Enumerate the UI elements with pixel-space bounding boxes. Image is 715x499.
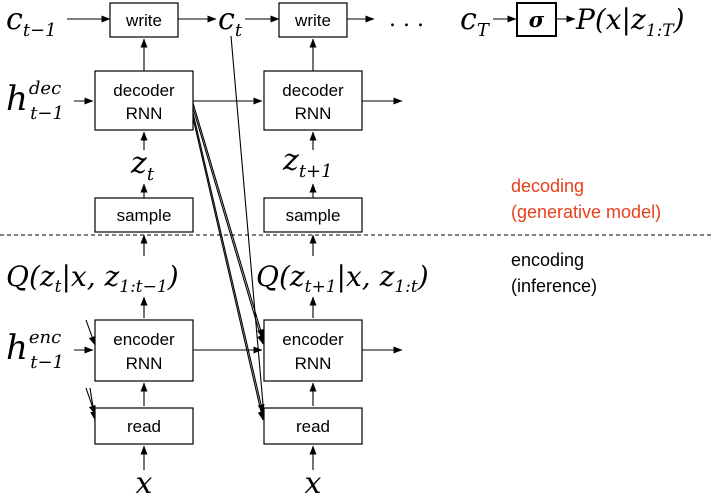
inference-label: (inference) xyxy=(511,276,597,296)
encoder2-label-2: RNN xyxy=(295,354,332,373)
write1-box xyxy=(109,2,179,38)
sigma-label: σ xyxy=(529,7,545,32)
z-t1-label: zt+1 xyxy=(282,143,333,182)
encoder2-label-1: encoder xyxy=(282,330,344,349)
read2-label: read xyxy=(296,417,330,436)
encoder1-label-2: RNN xyxy=(126,354,163,373)
arrow-decoder1-to-encoder2-b xyxy=(192,107,264,345)
write1-label: write xyxy=(125,11,162,30)
sigma-box xyxy=(516,2,557,37)
c-t-label: ct xyxy=(218,2,243,41)
arrow-decoder1-to-read2-b xyxy=(192,117,265,421)
encoding-label: encoding xyxy=(511,250,584,270)
c-prev-label: ct−1 xyxy=(6,2,57,41)
write2-label: write xyxy=(294,11,331,30)
arrow-small-into-read1-b xyxy=(89,387,98,421)
decoder2-label-2: RNN xyxy=(295,104,332,123)
arrow-small-into-encoder1 xyxy=(85,319,96,346)
decoder2-label-1: decoder xyxy=(282,81,344,100)
decoder1-label-1: decoder xyxy=(113,81,175,100)
z-t-label: zt xyxy=(130,146,155,185)
sample1-label: sample xyxy=(117,206,172,225)
dots-label: . . . xyxy=(389,7,424,32)
q1-label: Q(zt|x, z1:t−1) xyxy=(6,260,179,297)
arrow-decoder1-to-encoder2-a xyxy=(192,102,264,339)
encoder1-box xyxy=(94,319,194,382)
generative-model-label: (generative model) xyxy=(511,202,661,222)
sample1-box xyxy=(94,197,194,233)
write2-box xyxy=(278,2,348,38)
x2-label: x xyxy=(305,466,322,499)
read2-box xyxy=(263,407,363,445)
q2-label: Q(zt+1|x, z1:t) xyxy=(256,260,429,297)
p-output-label: P(x|z1:T) xyxy=(575,3,685,41)
decoder2-box xyxy=(263,70,363,131)
read1-label: read xyxy=(127,417,161,436)
sample2-box xyxy=(263,197,363,233)
decoding-label: decoding xyxy=(511,176,584,196)
arrow-decoder1-to-read2-a xyxy=(192,112,265,414)
decoder1-box xyxy=(94,70,194,131)
arrow-ct-to-read2 xyxy=(230,35,267,417)
encoder2-box xyxy=(263,319,363,382)
encoder1-label-1: encoder xyxy=(113,330,175,349)
decoder1-label-2: RNN xyxy=(126,104,163,123)
x1-label: x xyxy=(136,466,153,499)
c-T-label: cT xyxy=(460,2,491,41)
read1-box xyxy=(94,407,194,445)
sample2-label: sample xyxy=(286,206,341,225)
